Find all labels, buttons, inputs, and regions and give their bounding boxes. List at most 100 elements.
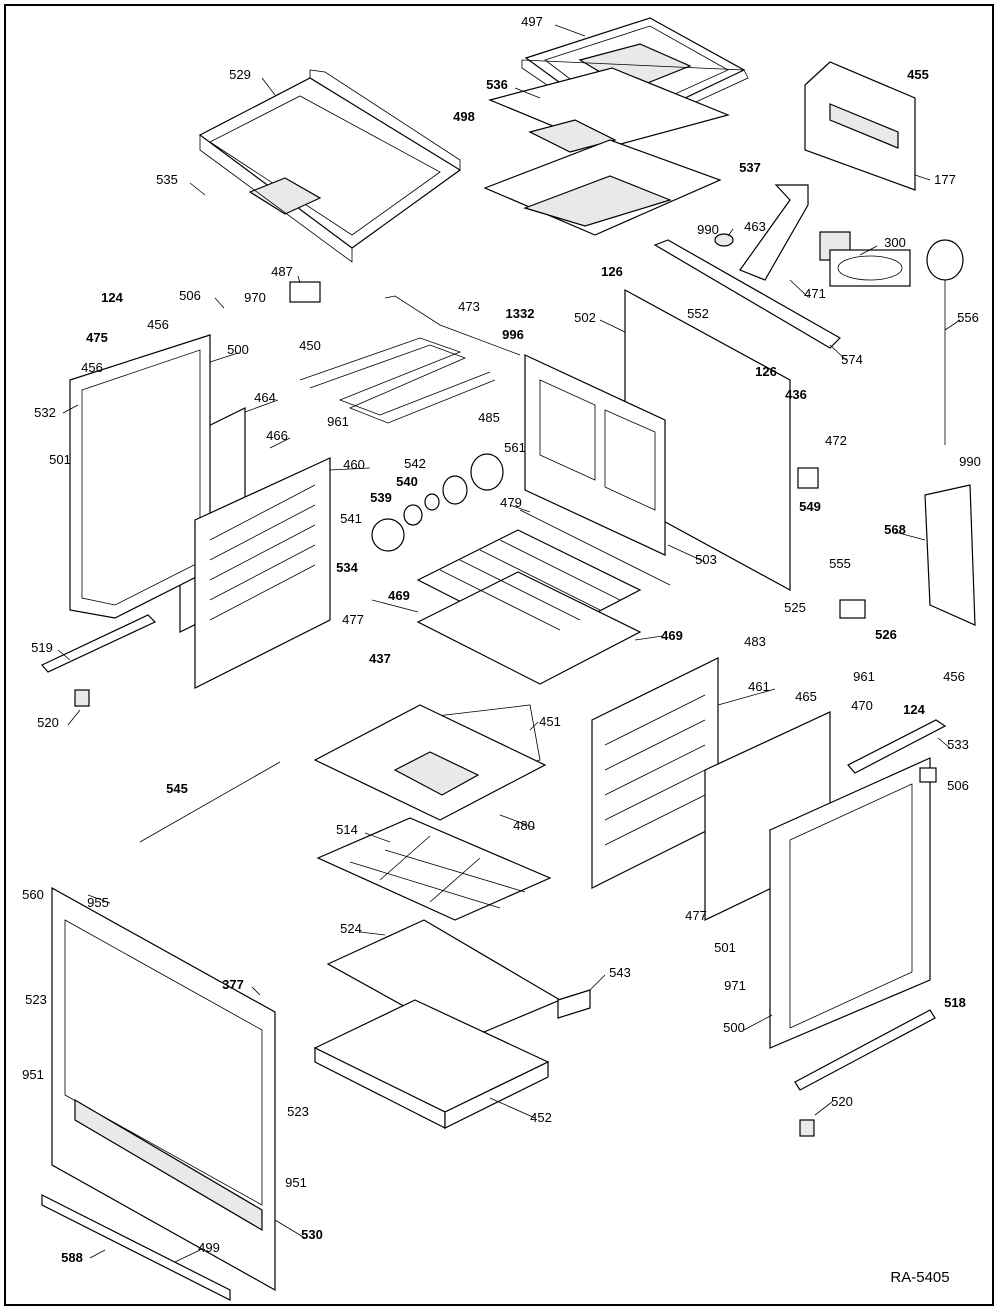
part-label: 501 bbox=[714, 940, 736, 955]
thermostat-487 bbox=[289, 281, 321, 303]
part-label: 450 bbox=[299, 338, 321, 353]
part-label: 177 bbox=[934, 172, 956, 187]
part-label: 456 bbox=[147, 317, 169, 332]
part-label: 552 bbox=[687, 306, 709, 321]
part-label: 480 bbox=[513, 818, 535, 833]
terminal-526 bbox=[839, 599, 866, 619]
oven-racks-469 bbox=[416, 529, 642, 685]
part-label: 475 bbox=[86, 330, 108, 345]
part-label: 497 bbox=[521, 14, 543, 29]
part-label: 1332 bbox=[506, 306, 535, 321]
part-label: 466 bbox=[266, 428, 288, 443]
part-label: 951 bbox=[285, 1175, 307, 1190]
part-label: 561 bbox=[504, 440, 526, 455]
part-label: 520 bbox=[831, 1094, 853, 1109]
foot-520 bbox=[74, 689, 90, 707]
vent-duct-471 bbox=[739, 184, 809, 281]
diagram-code: RA-5405 bbox=[890, 1269, 949, 1286]
part-label: 498 bbox=[453, 109, 475, 124]
part-label: 970 bbox=[244, 290, 266, 305]
part-label: 588 bbox=[61, 1250, 83, 1265]
part-label: 456 bbox=[943, 669, 965, 684]
part-label: 523 bbox=[25, 992, 47, 1007]
part-label: 560 bbox=[22, 887, 44, 902]
part-label: 537 bbox=[739, 160, 761, 175]
part-label: 126 bbox=[755, 364, 777, 379]
part-label: 126 bbox=[601, 264, 623, 279]
rail-574 bbox=[653, 239, 841, 349]
leader-lines bbox=[57, 24, 961, 1263]
insulation-pad-452 bbox=[313, 999, 550, 1129]
part-label: 300 bbox=[884, 235, 906, 250]
front-frame-530 bbox=[51, 886, 276, 1292]
cooktop-support-529 bbox=[198, 69, 462, 263]
part-label: 519 bbox=[31, 640, 53, 655]
hinge-519 bbox=[41, 614, 157, 673]
part-label: 534 bbox=[336, 560, 358, 575]
part-label: 540 bbox=[396, 474, 418, 489]
part-label: 951 bbox=[22, 1067, 44, 1082]
part-label: 465 bbox=[795, 689, 817, 704]
part-label: 502 bbox=[574, 310, 596, 325]
part-label: 124 bbox=[101, 290, 123, 305]
bracket-543 bbox=[557, 989, 591, 1019]
bottom-pan-480 bbox=[313, 704, 547, 821]
cooling-fan-300 bbox=[819, 231, 911, 287]
part-label: 487 bbox=[271, 264, 293, 279]
part-label: 463 bbox=[744, 219, 766, 234]
clip-506-right bbox=[919, 767, 937, 783]
part-label: 503 bbox=[695, 552, 717, 567]
part-label: 543 bbox=[609, 965, 631, 980]
part-label: 536 bbox=[486, 77, 508, 92]
part-label: 501 bbox=[49, 452, 71, 467]
rail-588 bbox=[41, 1194, 231, 1301]
door-frame-500-right bbox=[769, 757, 931, 1049]
oven-side-460 bbox=[194, 457, 331, 689]
light-assembly bbox=[371, 453, 504, 552]
part-label: 549 bbox=[799, 499, 821, 514]
part-label: 471 bbox=[804, 286, 826, 301]
part-label: 514 bbox=[336, 822, 358, 837]
plug-463 bbox=[714, 233, 734, 247]
hinge-518 bbox=[794, 1009, 936, 1091]
insulation-536-537 bbox=[483, 67, 730, 236]
side-panel-568 bbox=[924, 484, 976, 626]
part-label: 470 bbox=[851, 698, 873, 713]
part-label: 535 bbox=[156, 172, 178, 187]
part-label: 961 bbox=[327, 414, 349, 429]
oven-back-503 bbox=[524, 354, 666, 556]
switch-549 bbox=[797, 467, 819, 489]
part-label: 533 bbox=[947, 737, 969, 752]
part-label: 520 bbox=[37, 715, 59, 730]
part-label: 477 bbox=[342, 612, 364, 627]
part-label: 499 bbox=[198, 1240, 220, 1255]
part-label: 542 bbox=[404, 456, 426, 471]
control-bracket-455-177 bbox=[804, 61, 916, 191]
bracket-473 bbox=[384, 295, 521, 356]
part-label: 500 bbox=[723, 1020, 745, 1035]
part-label: 990 bbox=[959, 454, 981, 469]
part-label: 455 bbox=[907, 67, 929, 82]
rod-545 bbox=[139, 761, 281, 843]
foot-520-right bbox=[799, 1119, 815, 1137]
part-label: 461 bbox=[748, 679, 770, 694]
part-label: 451 bbox=[539, 714, 561, 729]
sensor-556 bbox=[926, 239, 964, 445]
part-label: 961 bbox=[853, 669, 875, 684]
part-label: 483 bbox=[744, 634, 766, 649]
part-label: 472 bbox=[825, 433, 847, 448]
door-frame-500-left bbox=[69, 334, 211, 619]
part-label: 506 bbox=[179, 288, 201, 303]
oven-side-461 bbox=[591, 657, 719, 889]
part-label: 473 bbox=[458, 299, 480, 314]
part-label: 539 bbox=[370, 490, 392, 505]
rail-533 bbox=[847, 719, 947, 774]
part-label: 556 bbox=[957, 310, 979, 325]
part-label: 568 bbox=[884, 522, 906, 537]
strip-479 bbox=[519, 509, 671, 586]
drawer-514 bbox=[316, 817, 552, 921]
part-label: 529 bbox=[229, 67, 251, 82]
part-label: 452 bbox=[530, 1110, 552, 1125]
part-label: 460 bbox=[343, 457, 365, 472]
part-label: 477 bbox=[685, 908, 707, 923]
